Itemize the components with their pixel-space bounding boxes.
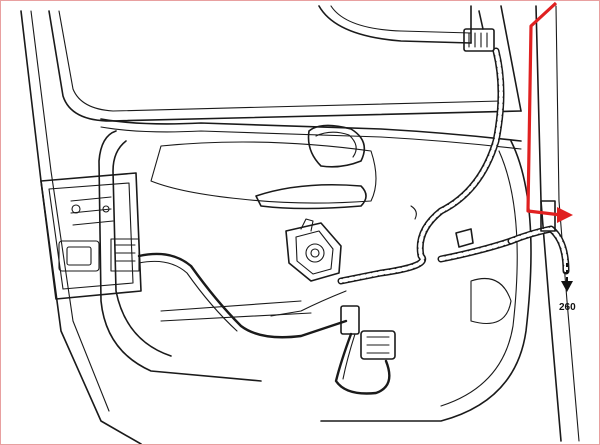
belt-line [100,118,522,150]
callout-260: 260 [559,263,576,313]
lower-connector [334,305,396,395]
route-arrow-icon [557,207,573,223]
harness-clip [410,205,474,248]
window-motor [285,218,342,282]
latch-wires [137,252,348,339]
wiring-harness-main [337,47,515,285]
door-latch [40,172,142,300]
pillar-wire [507,200,570,275]
top-connector [463,10,495,52]
down-arrow-icon [561,281,573,292]
inner-door-panel [98,130,532,422]
route-highlight [526,1,573,223]
door-frame [20,5,580,444]
door-handle-pocket [307,124,366,168]
callout-label: 260 [559,302,576,313]
